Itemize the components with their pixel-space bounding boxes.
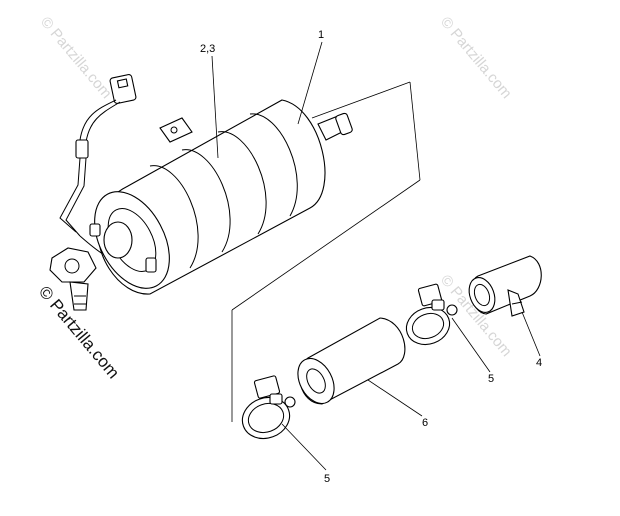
fuel-pump-body: [49, 99, 353, 311]
hose-clamp-lower: [241, 375, 296, 440]
fuel-hose: [297, 317, 406, 405]
pipe-fitting: [468, 255, 542, 317]
exploded-boundary: [231, 81, 421, 422]
callout-5-upper: 5: [488, 373, 494, 385]
watermark-top-right: © Partzilla.com: [437, 14, 515, 102]
callout-6: 6: [422, 417, 428, 429]
wire-harness: [59, 74, 137, 263]
callout-2-3: 2,3: [200, 43, 215, 55]
callout-4: 4: [536, 357, 542, 369]
leader-lines: [211, 41, 541, 471]
callout-5-lower: 5: [324, 473, 330, 485]
hose-clamp-upper: [405, 283, 458, 346]
callout-1: 1: [318, 29, 324, 41]
watermark-top-left: © Partzilla.com: [37, 14, 115, 102]
mounting-bracket: [159, 117, 193, 143]
